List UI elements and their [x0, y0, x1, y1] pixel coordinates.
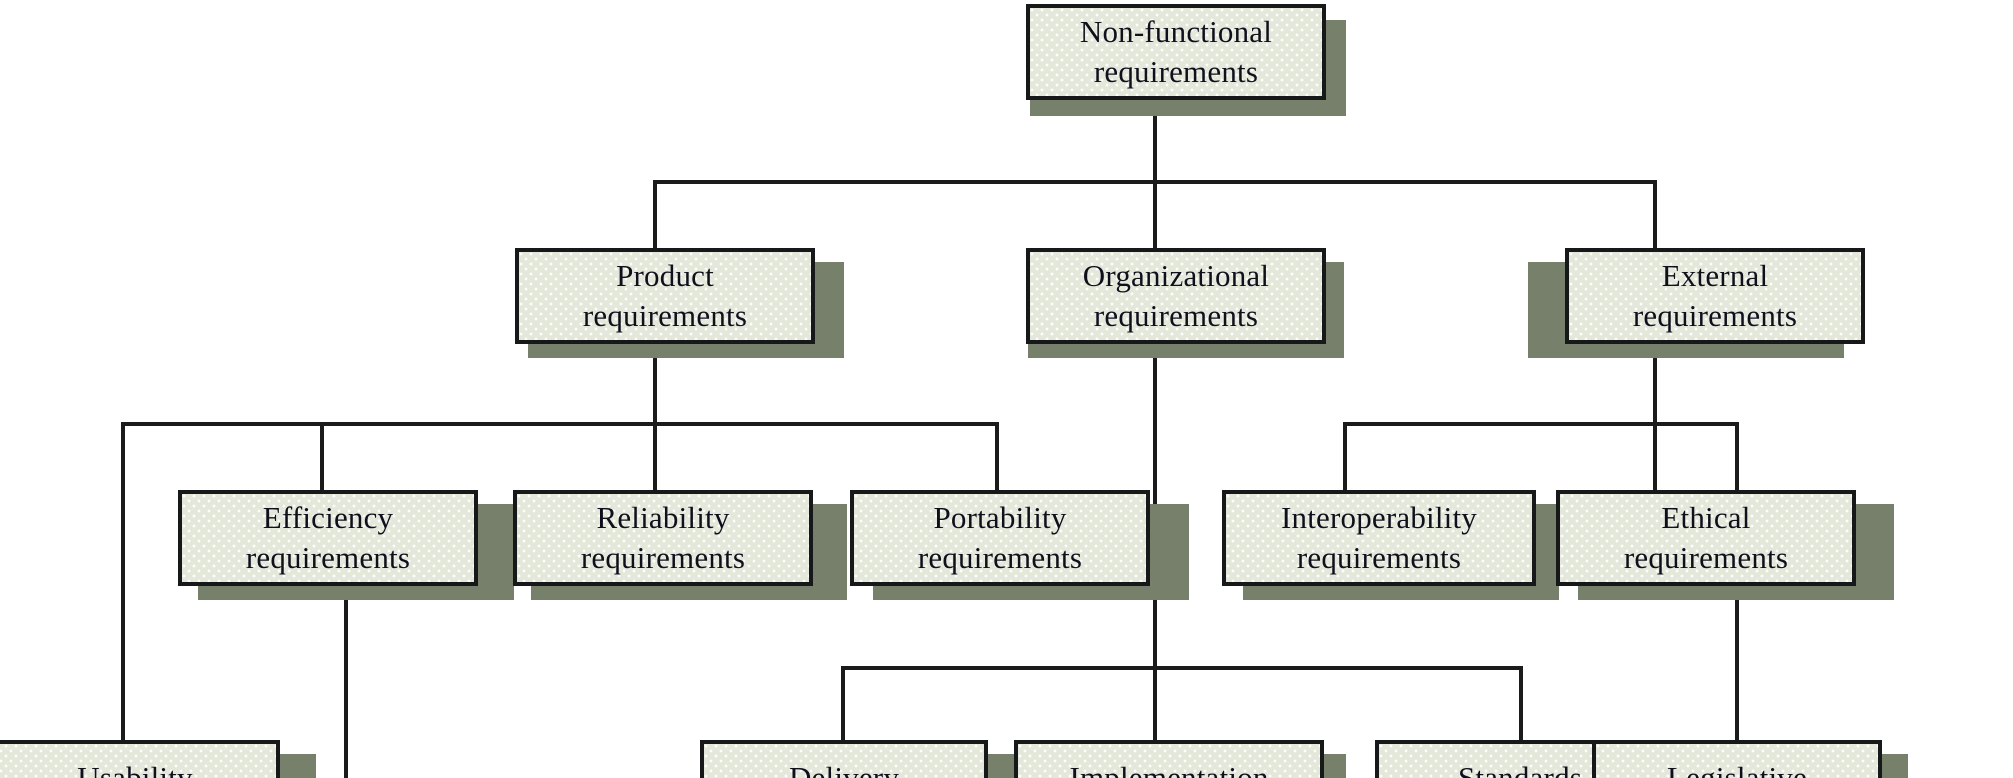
node-delivery[interactable]: Delivery: [700, 740, 988, 778]
edge-product-stem: [653, 356, 657, 426]
edge-external-stem: [1653, 356, 1657, 426]
edge-drop-delivery: [841, 666, 845, 742]
node-label-line1: Interoperability: [1280, 500, 1477, 536]
edge-drop-interoperability: [1343, 422, 1347, 492]
node-label-line2: requirements: [580, 540, 746, 575]
edge-drop-organizational: [1153, 180, 1157, 250]
node-label-line1: Portability: [933, 500, 1067, 536]
node-label-line1: Delivery: [788, 760, 900, 778]
node-label-line2: requirements: [245, 540, 411, 575]
edge-drop-product: [653, 180, 657, 250]
node-usability[interactable]: Usability: [0, 740, 280, 778]
node-reliability-requirements[interactable]: Reliability requirements: [513, 490, 813, 586]
edge-drop-implementation: [1153, 666, 1157, 742]
node-portability-requirements[interactable]: Portability requirements: [850, 490, 1150, 586]
node-label-line2: requirements: [1632, 298, 1798, 333]
edge-drop-external: [1653, 180, 1657, 250]
node-label-line2: requirements: [1623, 540, 1789, 575]
node-label-line2: requirements: [1093, 298, 1259, 333]
node-interoperability-requirements[interactable]: Interoperability requirements: [1222, 490, 1536, 586]
edge-drop-ethical: [1653, 422, 1657, 492]
node-label-line1: Efficiency: [262, 500, 394, 536]
node-label-line2: requirements: [917, 540, 1083, 575]
node-label-line1: Ethical: [1661, 500, 1751, 536]
node-standards[interactable]: Standards: [1375, 740, 1665, 778]
node-non-functional-requirements[interactable]: Non-functional requirements: [1026, 4, 1326, 100]
node-label-line2: requirements: [1093, 54, 1259, 89]
edge-drop-standards: [1519, 666, 1523, 742]
node-label-line2: requirements: [582, 298, 748, 333]
edge-drop-efficiency: [320, 422, 324, 492]
node-label-line1: Legislative: [1667, 760, 1807, 778]
edge-drop-portability: [995, 422, 999, 492]
node-label-line1: Organizational: [1082, 258, 1270, 294]
node-external-requirements[interactable]: External requirements: [1565, 248, 1865, 344]
edge-bus-external-children: [1343, 422, 1739, 426]
node-label-line1: Reliability: [596, 500, 730, 536]
node-organizational-requirements[interactable]: Organizational requirements: [1026, 248, 1326, 344]
node-label-line1: External: [1661, 258, 1769, 294]
edge-bus-product-children: [121, 422, 999, 426]
edge-drop-reliability: [653, 422, 657, 492]
node-label-line2: requirements: [1296, 540, 1462, 575]
node-label-line1: Implementation: [1069, 760, 1269, 778]
node-ethical-requirements[interactable]: Ethical requirements: [1556, 490, 1856, 586]
node-implementation[interactable]: Implementation: [1014, 740, 1324, 778]
node-efficiency-requirements[interactable]: Efficiency requirements: [178, 490, 478, 586]
edge-drop-usability: [121, 422, 125, 742]
edge-root-stem: [1153, 88, 1157, 184]
node-legislative[interactable]: Legislative: [1592, 740, 1882, 778]
node-label-line1: Usability: [77, 760, 193, 778]
node-label-line1: Standards: [1457, 760, 1583, 778]
node-product-requirements[interactable]: Product requirements: [515, 248, 815, 344]
edge-bus-organizational-children: [841, 666, 1521, 670]
node-label-line1: Non-functional: [1079, 14, 1273, 50]
edge-efficiency-stem: [344, 598, 348, 778]
node-label-line1: Product: [616, 258, 714, 294]
